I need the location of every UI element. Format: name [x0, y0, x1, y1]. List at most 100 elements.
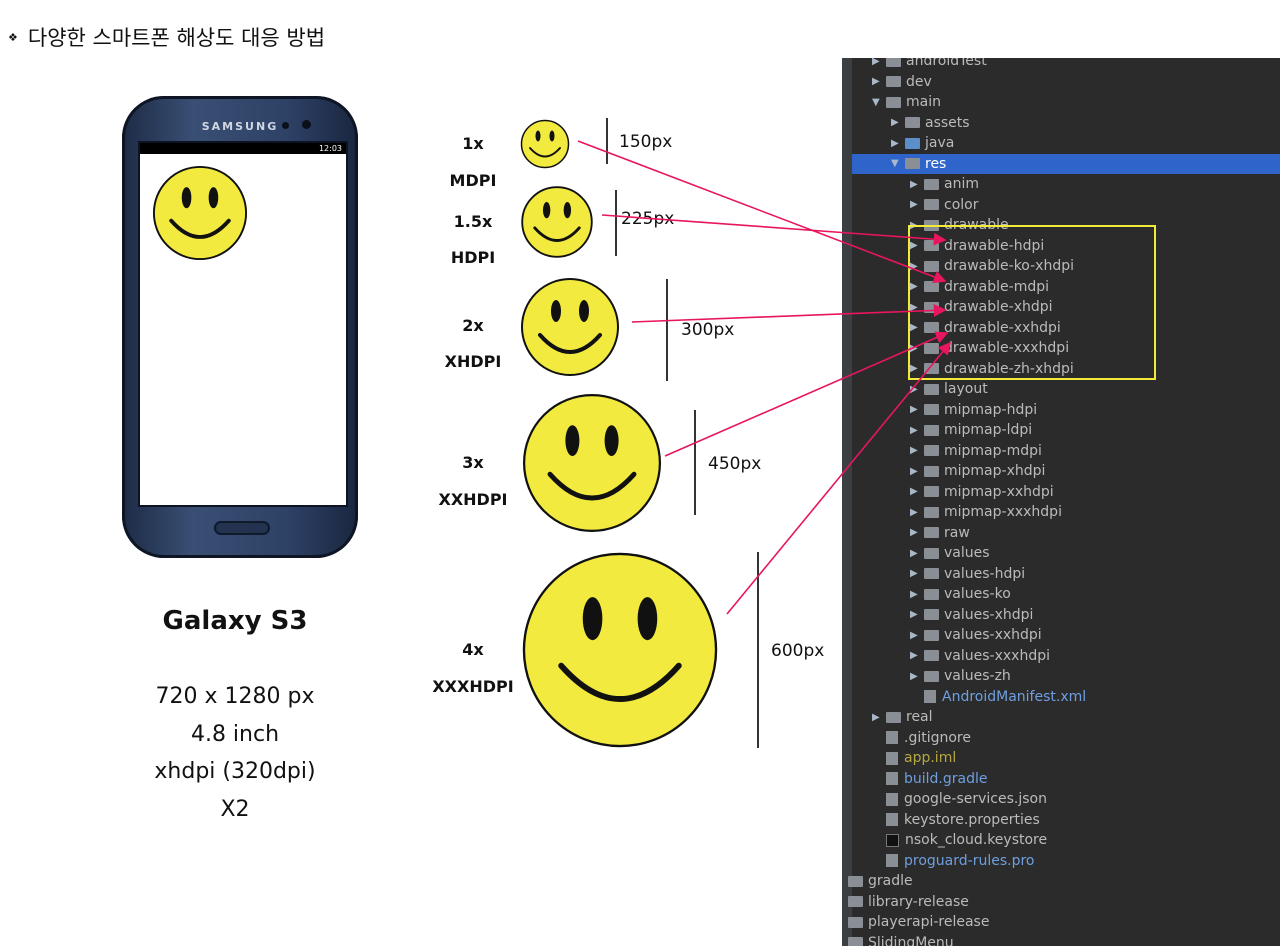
collapsed-arrow-icon[interactable]: ▶: [910, 650, 918, 661]
tree-item-google-services-json[interactable]: google-services.json: [872, 789, 1047, 809]
density-name-mdpi: MDPI: [449, 171, 497, 190]
tree-item-label: build.gradle: [904, 770, 988, 787]
tree-item-layout[interactable]: ▶ layout: [910, 379, 988, 399]
collapsed-arrow-icon[interactable]: ▶: [910, 301, 918, 313]
tree-item-values-xxxhdpi[interactable]: ▶values-xxxhdpi: [910, 646, 1050, 666]
collapsed-arrow-icon[interactable]: ▶: [910, 465, 918, 477]
collapsed-arrow-icon[interactable]: ▶: [910, 363, 918, 374]
tree-item-assets[interactable]: ▶assets: [891, 113, 970, 133]
tree-item-label: library-release: [868, 893, 969, 910]
collapsed-arrow-icon[interactable]: ▶: [872, 711, 880, 723]
file-icon: [886, 854, 898, 867]
tree-item-mipmap-hdpi[interactable]: ▶ mipmap-hdpi: [910, 400, 1037, 420]
tree-item-values-hdpi[interactable]: ▶values-hdpi: [910, 564, 1025, 584]
collapsed-arrow-icon[interactable]: ▶: [910, 260, 918, 272]
size-label-xhdpi: 300px: [681, 320, 735, 340]
tree-item-label: layout: [944, 381, 988, 397]
phone-screen: 12:03: [138, 141, 348, 507]
tree-item-anim[interactable]: ▶anim: [910, 174, 979, 194]
tree-item-values-ko[interactable]: ▶values-ko: [910, 584, 1011, 604]
tree-item-label: playerapi-release: [868, 914, 990, 930]
tree-item-library-release[interactable]: ▶library-release: [842, 892, 969, 912]
tree-item-drawable-hdpi[interactable]: ▶ drawable-hdpi: [910, 236, 1044, 256]
tree-item-slidingmenu[interactable]: ▶SlidingMenu: [842, 933, 954, 946]
expanded-arrow-icon[interactable]: ▼: [891, 158, 899, 169]
tree-item-main[interactable]: ▼main: [872, 92, 941, 112]
tree-item-mipmap-xxhdpi[interactable]: ▶mipmap-xxhdpi: [910, 482, 1054, 502]
collapsed-arrow-icon[interactable]: ▶: [872, 76, 880, 87]
tree-item-label: java: [925, 135, 955, 151]
collapsed-arrow-icon[interactable]: ▶: [910, 568, 918, 579]
expanded-arrow-icon[interactable]: ▼: [872, 96, 880, 108]
camera-lens-icon: [302, 120, 311, 129]
tree-item-drawable-ko-xhdpi[interactable]: ▶drawable-ko-xhdpi: [910, 256, 1074, 276]
collapsed-arrow-icon[interactable]: ▶: [891, 117, 899, 128]
tree-item-values-xxhdpi[interactable]: ▶values-xxhdpi: [910, 625, 1042, 645]
tree-item-label: mipmap-hdpi: [944, 401, 1038, 418]
tree-item-drawable-mdpi[interactable]: ▶drawable-mdpi: [910, 277, 1049, 297]
collapsed-arrow-icon[interactable]: ▶: [910, 670, 918, 682]
tree-item-playerapi-release[interactable]: ▶playerapi-release: [842, 912, 989, 932]
tree-item-drawable-xhdpi[interactable]: ▶ drawable-xhdpi: [910, 297, 1053, 317]
tree-item-label: google-services.json: [904, 791, 1047, 807]
collapsed-arrow-icon[interactable]: ▶: [910, 588, 918, 600]
tree-item-values[interactable]: ▶ values: [910, 543, 990, 563]
tree-item-label: drawable-hdpi: [944, 237, 1045, 254]
tree-item-mipmap-xxxhdpi[interactable]: ▶mipmap-xxxhdpi: [910, 502, 1062, 522]
collapsed-arrow-icon[interactable]: ▶: [910, 609, 918, 620]
collapsed-arrow-icon[interactable]: ▶: [910, 322, 918, 333]
collapsed-arrow-icon[interactable]: ▶: [891, 137, 899, 149]
collapsed-arrow-icon[interactable]: ▶: [910, 629, 918, 641]
collapsed-arrow-icon[interactable]: ▶: [910, 404, 918, 415]
density-name-hdpi: HDPI: [450, 248, 496, 267]
tree-item-values-zh[interactable]: ▶values-zh: [910, 666, 1011, 686]
tree-item-proguard-rules-pro[interactable]: proguard-rules.pro: [872, 851, 1034, 871]
tree-item-label: AndroidManifest.xml: [942, 688, 1087, 705]
page-title: ❖ 다양한 스마트폰 해상도 대응 방법: [8, 22, 325, 52]
tree-item-real[interactable]: ▶real: [872, 707, 933, 727]
tree-item-drawable-zh-xhdpi[interactable]: ▶drawable-zh-xhdpi: [910, 359, 1074, 379]
smiley-xxhdpi-icon: [522, 393, 662, 533]
collapsed-arrow-icon[interactable]: ▶: [910, 178, 918, 190]
collapsed-arrow-icon[interactable]: ▶: [910, 527, 918, 538]
folder-icon: [924, 342, 939, 354]
tree-item-mipmap-ldpi[interactable]: ▶mipmap-ldpi: [910, 420, 1032, 440]
tree-item-gradle[interactable]: ▶gradle: [842, 871, 913, 891]
arrow-mdpi: [577, 140, 947, 283]
tree-item-label: proguard-rules.pro: [904, 852, 1035, 869]
collapsed-arrow-icon[interactable]: ▶: [910, 486, 918, 497]
project-tree-panel[interactable]: ▶androidTest▶dev▼main▶assets▶java▼res▶an…: [842, 58, 1280, 946]
tree-item-res[interactable]: ▼res: [852, 153, 1280, 174]
collapsed-arrow-icon[interactable]: ▶: [910, 424, 918, 436]
smiley-mdpi-icon: [520, 119, 570, 169]
tree-item-mipmap-mdpi[interactable]: ▶mipmap-mdpi: [910, 441, 1042, 461]
tree-item-dev[interactable]: ▶dev: [872, 72, 932, 92]
smiley-hdpi-icon: [521, 186, 593, 258]
folder-icon: [924, 588, 939, 600]
collapsed-arrow-icon[interactable]: ▶: [872, 58, 880, 67]
tree-item-gitignore[interactable]: .gitignore: [872, 728, 971, 748]
tree-item-label: drawable-xxhdpi: [944, 319, 1061, 336]
tree-item-androidtest[interactable]: ▶androidTest: [872, 58, 987, 71]
tree-item-nsok-cloud-keystore[interactable]: nsok_cloud.keystore: [872, 830, 1047, 850]
tree-item-label: values: [944, 545, 990, 561]
tree-item-drawable-xxhdpi[interactable]: ▶ drawable-xxhdpi: [910, 318, 1061, 338]
folder-icon: [886, 58, 901, 67]
tree-item-java[interactable]: ▶ java: [891, 133, 954, 153]
tree-item-mipmap-xhdpi[interactable]: ▶mipmap-xhdpi: [910, 461, 1045, 481]
collapsed-arrow-icon[interactable]: ▶: [910, 240, 918, 251]
tree-item-androidmanifest-xml[interactable]: AndroidManifest.xml: [910, 687, 1086, 707]
tree-item-raw[interactable]: ▶raw: [910, 523, 970, 543]
collapsed-arrow-icon[interactable]: ▶: [910, 445, 918, 456]
tree-item-values-xhdpi[interactable]: ▶values-xhdpi: [910, 605, 1033, 625]
collapsed-arrow-icon[interactable]: ▶: [910, 383, 918, 395]
collapsed-arrow-icon[interactable]: ▶: [910, 281, 918, 292]
collapsed-arrow-icon[interactable]: ▶: [910, 547, 918, 559]
tree-item-label: drawable-xhdpi: [944, 299, 1053, 315]
tree-item-color[interactable]: ▶color: [910, 195, 978, 215]
tree-item-app-iml[interactable]: app.iml: [872, 748, 956, 768]
collapsed-arrow-icon[interactable]: ▶: [910, 199, 918, 210]
tree-item-keystore-properties[interactable]: keystore.properties: [872, 810, 1040, 830]
tree-item-build-gradle[interactable]: build.gradle: [872, 769, 988, 789]
collapsed-arrow-icon[interactable]: ▶: [910, 506, 918, 518]
